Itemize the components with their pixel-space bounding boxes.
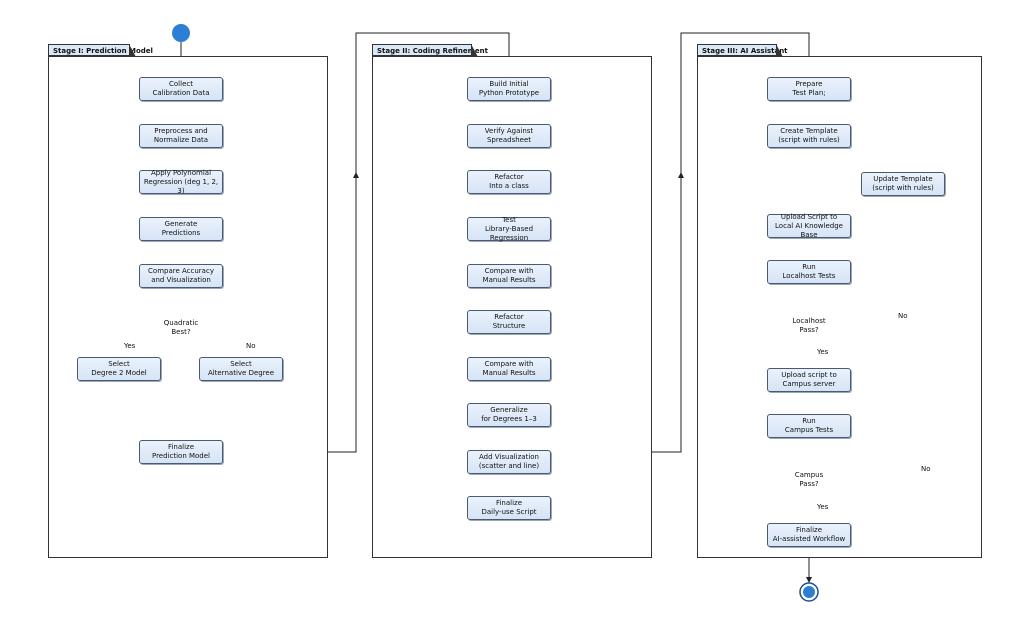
edge-label-local-no: No: [898, 312, 908, 320]
node-refactor-class: Refactor Into a class: [467, 170, 551, 194]
node-prepare-test-plan: Prepare Test Plan;: [767, 77, 851, 101]
edge-label-local-yes: Yes: [817, 348, 829, 356]
node-update-template: Update Template (script with rules): [861, 172, 945, 196]
node-finalize-ai-workflow: Finalize AI-assisted Workflow: [767, 523, 851, 547]
start-node: [172, 24, 190, 42]
edge-label-yes: Yes: [124, 342, 136, 350]
lane-title-stage-2: Stage II: Coding Refinement: [372, 44, 488, 57]
node-build-prototype: Build Initial Python Prototype: [467, 77, 551, 101]
node-select-degree-2: Select Degree 2 Model: [77, 357, 161, 381]
node-select-alternative-degree: Select Alternative Degree: [199, 357, 283, 381]
node-create-template: Create Template (script with rules): [767, 124, 851, 148]
lane-stage-1: [48, 56, 328, 558]
node-upload-campus: Upload script to Campus server: [767, 368, 851, 392]
node-generate-predictions: Generate Predictions: [139, 217, 223, 241]
node-add-visualization: Add Visualization (scatter and line): [467, 450, 551, 474]
node-apply-polynomial-regression: Apply Polynomial Regression (deg 1, 2, 3…: [139, 169, 223, 195]
lane-title-stage-1: Stage I: Prediction Model: [48, 44, 153, 57]
node-verify-spreadsheet: Verify Against Spreadsheet: [467, 124, 551, 148]
node-test-library-regression: Test Library-Based Regression: [467, 216, 551, 242]
node-refactor-structure: Refactor Structure: [467, 310, 551, 334]
node-upload-local: Upload Script to Local AI Knowledge Base: [767, 213, 851, 239]
node-finalize-daily-script: Finalize Daily-use Script: [467, 496, 551, 520]
node-finalize-prediction-model: Finalize Prediction Model: [139, 440, 223, 464]
end-node-inner: [803, 586, 815, 598]
node-compare-manual-2: Compare with Manual Results: [467, 357, 551, 381]
node-run-localhost-tests: Run Localhost Tests: [767, 260, 851, 284]
node-generalize-degrees: Generalize for Degrees 1–3: [467, 403, 551, 427]
lane-title-stage-3: Stage III: AI Assistant: [697, 44, 788, 57]
edge-label-no: No: [246, 342, 256, 350]
edge-label-campus-no: No: [921, 465, 931, 473]
edge-label-campus-yes: Yes: [817, 503, 829, 511]
node-compare-accuracy: Compare Accuracy and Visualization: [139, 264, 223, 288]
node-preprocess-normalize: Preprocess and Normalize Data: [139, 124, 223, 148]
node-collect-calibration-data: Collect Calibration Data: [139, 77, 223, 101]
node-compare-manual-1: Compare with Manual Results: [467, 264, 551, 288]
node-run-campus-tests: Run Campus Tests: [767, 414, 851, 438]
